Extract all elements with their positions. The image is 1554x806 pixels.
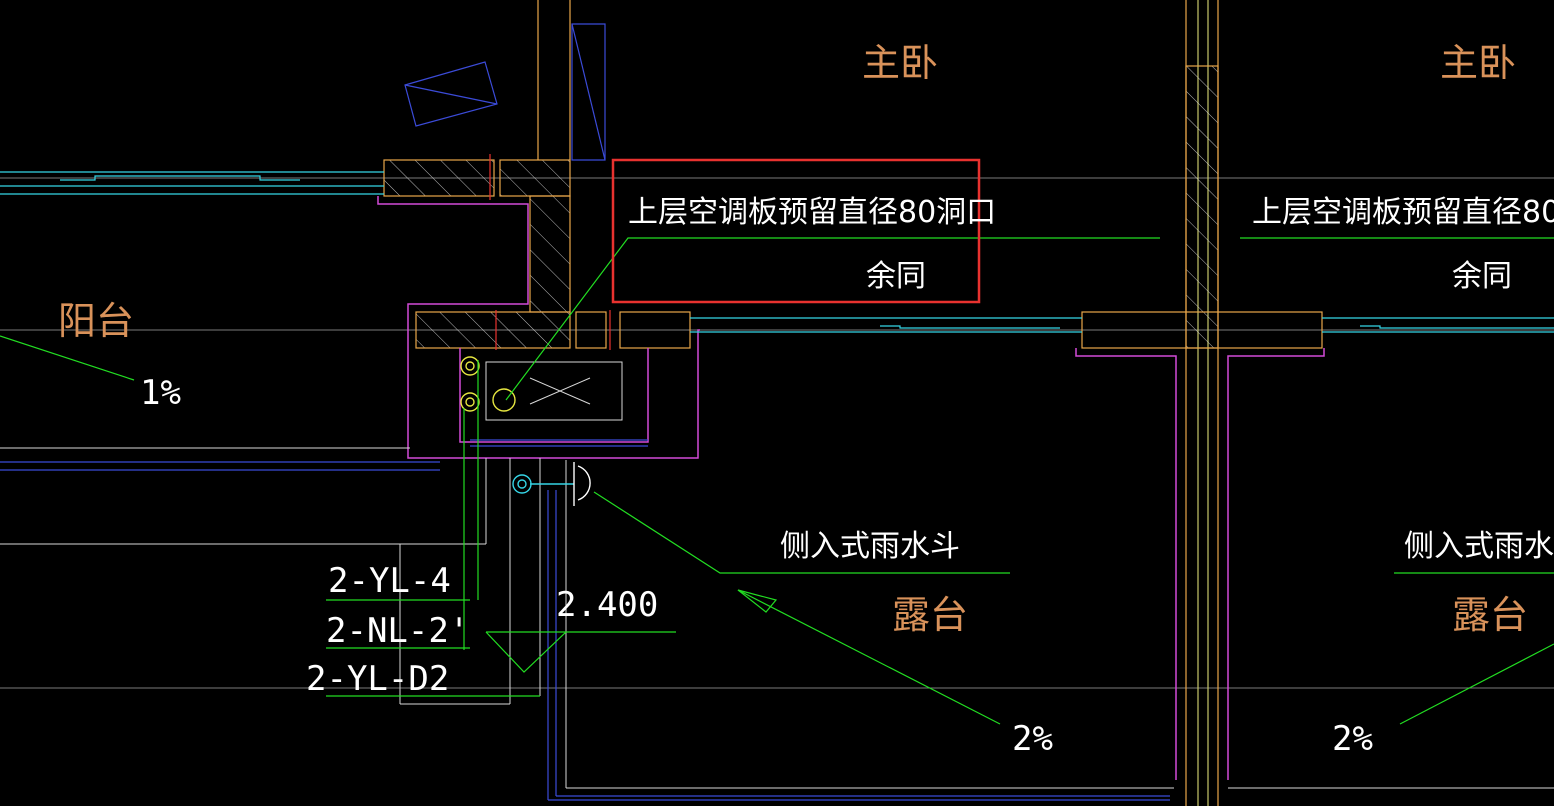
elevation-label: 2.400 <box>556 585 658 625</box>
leader-lines <box>0 237 1554 725</box>
ac-hole-same-note-2: 余同 <box>1452 259 1512 294</box>
pipe-label-yl-d2: 2-YL-D2 <box>306 659 449 699</box>
ac-hole-note-1: 上层空调板预留直径80洞口 <box>628 195 996 230</box>
pipe-label-nl-2: 2-NL-2' <box>326 611 469 651</box>
axis-lines <box>0 177 1554 689</box>
hatched-junction <box>383 159 1323 349</box>
room-label-terrace-2: 露台 <box>1452 593 1528 637</box>
ac-hole-note-2: 上层空调板预留直径80洞口 <box>1252 195 1554 230</box>
room-label-master-bedroom-2: 主卧 <box>1440 41 1516 85</box>
room-label-balcony: 阳台 <box>58 299 134 343</box>
slope-label-terrace-1: 2% <box>1012 719 1053 759</box>
room-label-master-bedroom-1: 主卧 <box>862 41 938 85</box>
ac-hole-same-note-1: 余同 <box>866 259 926 294</box>
side-drain-label-2: 侧入式雨水斗 <box>1404 529 1554 564</box>
slope-label-balcony: 1% <box>140 373 181 413</box>
cyan-lines <box>0 171 1554 333</box>
slope-label-terrace-2: 2% <box>1332 719 1373 759</box>
highlight-box <box>611 158 981 304</box>
pipe-label-yl-4: 2-YL-4 <box>328 561 451 601</box>
wall-lines <box>537 0 1219 806</box>
side-drain-label-1: 侧入式雨水斗 <box>780 529 960 564</box>
magenta-outlines <box>377 196 1325 780</box>
structure-lines <box>0 361 1554 789</box>
red-marks <box>489 154 611 350</box>
blue-lines <box>0 23 1170 801</box>
hatched-column <box>1185 65 1219 349</box>
pipe-symbols <box>460 356 591 506</box>
room-label-terrace-1: 露台 <box>892 593 968 637</box>
